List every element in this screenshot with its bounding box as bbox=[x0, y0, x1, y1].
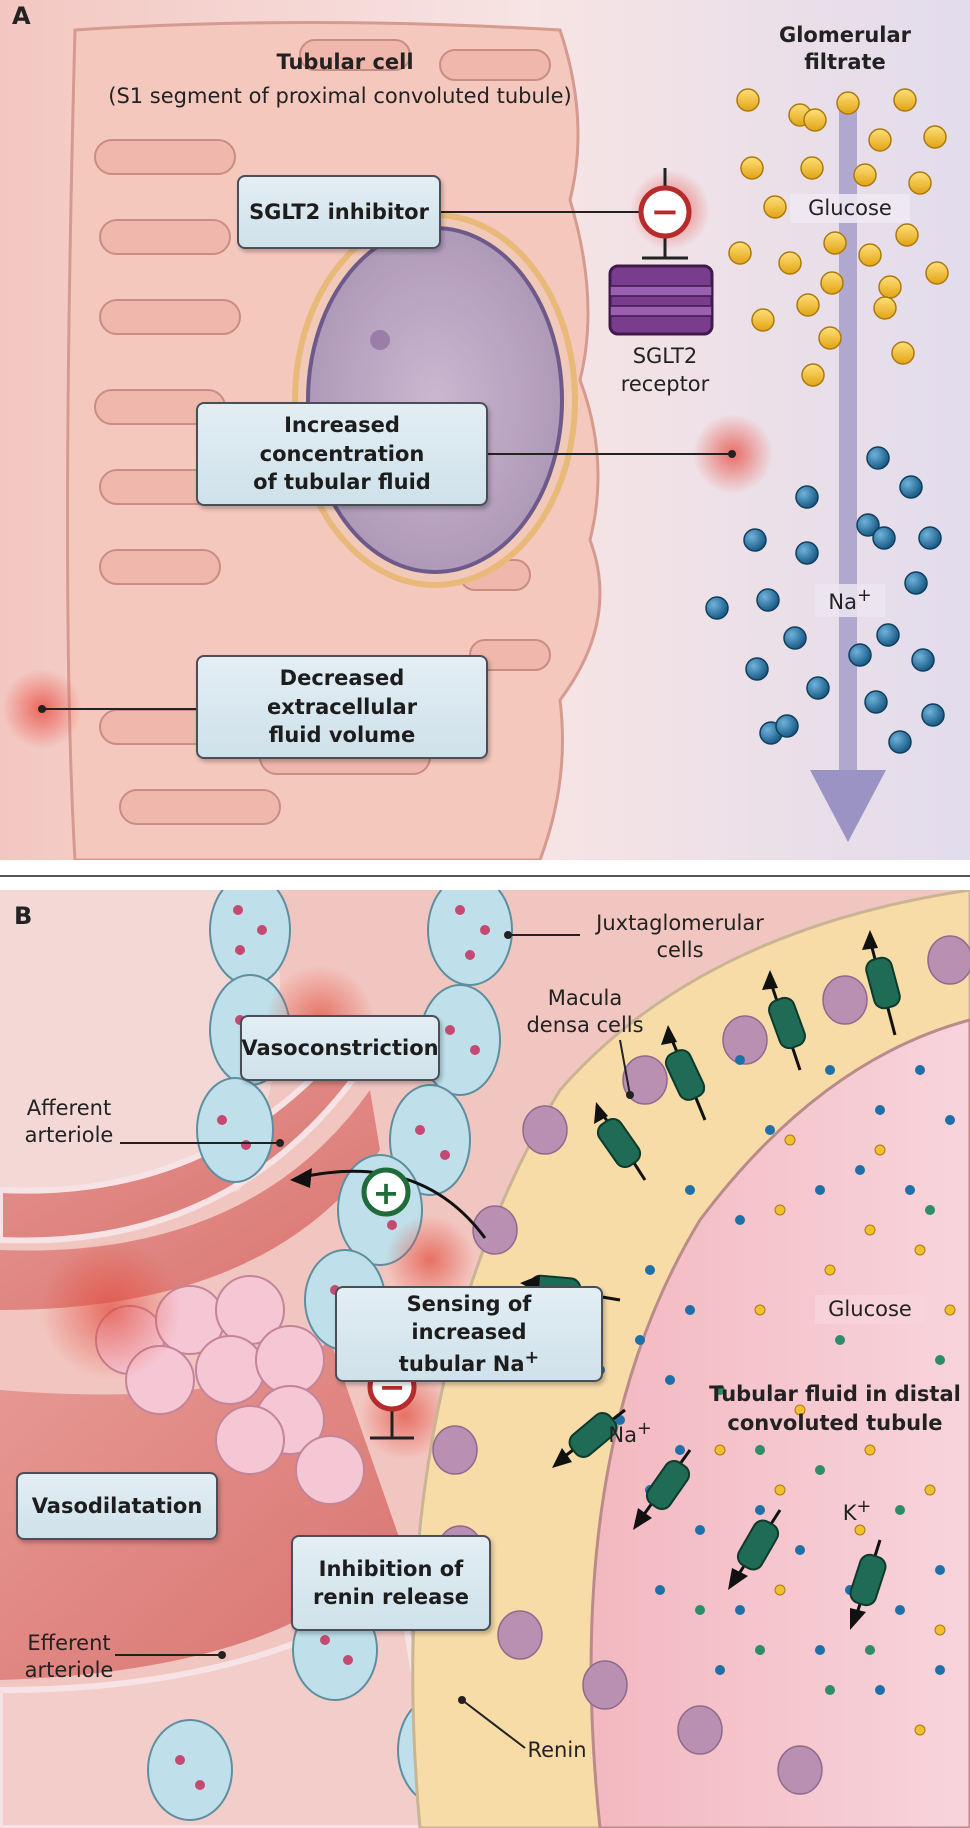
glucose-label-b: Glucose bbox=[815, 1295, 925, 1325]
sglt2-receptor-label: SGLT2 receptor bbox=[600, 342, 730, 399]
box-ecf-line1: Decreased extracellular bbox=[266, 666, 418, 719]
panel-a: − A Tubular cell (S1 segment of proximal… bbox=[0, 0, 970, 860]
leader-dot-concentration bbox=[728, 450, 736, 458]
tubular-cell-title: Tubular cell bbox=[200, 48, 490, 77]
efferent-arteriole-label: Efferent arteriole bbox=[14, 1630, 124, 1685]
afferent-arteriole-label: Afferent arteriole bbox=[14, 1095, 124, 1150]
glucose-label-a: Glucose bbox=[790, 194, 910, 224]
efferent-label-line2: arteriole bbox=[24, 1658, 114, 1683]
potassium-label-text: K bbox=[842, 1501, 857, 1525]
glow-sensing bbox=[385, 1215, 475, 1305]
box-inhibition-line2: renin release bbox=[313, 1585, 469, 1609]
leader-renin bbox=[461, 1699, 526, 1749]
panel-separator bbox=[0, 875, 970, 877]
sodium-label-a: Na+ bbox=[815, 584, 885, 618]
box-sensing-sup: + bbox=[524, 1347, 540, 1368]
panel-b: + − B Juxtaglomerular cells Macula densa… bbox=[0, 890, 970, 1828]
leader-dot-renin bbox=[458, 1696, 466, 1704]
sglt2-receptor-graphic bbox=[608, 264, 714, 336]
potassium-label-sup: + bbox=[856, 1497, 872, 1517]
box-decreased-ecf-volume: Decreased extracellular fluid volume bbox=[196, 655, 488, 759]
feedback-arrow-head bbox=[290, 1168, 312, 1188]
flow-arrow-head bbox=[810, 770, 886, 842]
glomerular-filtrate-line2: filtrate bbox=[804, 50, 886, 75]
nucleolus bbox=[370, 330, 390, 350]
box-sensing-line2: tubular Na+ bbox=[399, 1347, 539, 1378]
box-sensing-sodium: Sensing of increased tubular Na+ bbox=[335, 1286, 603, 1382]
box-sensing-line1: Sensing of increased bbox=[406, 1291, 532, 1345]
nucleus bbox=[306, 226, 564, 574]
potassium-label: K+ bbox=[832, 1495, 882, 1528]
sodium-label-a-text: Na bbox=[828, 590, 857, 614]
box-sensing-line2-text: tubular Na bbox=[398, 1351, 525, 1376]
glomerular-filtrate-line1: Glomerular bbox=[778, 23, 912, 47]
box-concentration-line1: Increased concentration bbox=[259, 413, 425, 466]
sglt2-receptor-label-line2: receptor bbox=[620, 372, 710, 397]
jg-label-line1: Juxtaglomerular bbox=[596, 911, 764, 935]
leader-dot-efferent bbox=[218, 1651, 226, 1659]
sodium-label-b: Na+ bbox=[600, 1417, 660, 1450]
afferent-label-line1: Afferent bbox=[26, 1096, 112, 1120]
macula-label-line2: densa cells bbox=[526, 1013, 644, 1038]
mesangial-cells bbox=[95, 1275, 365, 1505]
tubular-fluid-label: Tubular fluid in distal convoluted tubul… bbox=[705, 1380, 965, 1439]
panel-a-letter: A bbox=[12, 2, 31, 30]
sodium-label-b-text: Na bbox=[608, 1423, 637, 1447]
leader-dot-ecf bbox=[38, 705, 46, 713]
box-vasodilatation: Vasodilatation bbox=[16, 1472, 218, 1540]
jg-label-line2: cells bbox=[656, 938, 704, 963]
renin-label: Renin bbox=[527, 1738, 587, 1762]
box-vasoconstriction: Vasoconstriction bbox=[240, 1015, 440, 1081]
lumen-potassium bbox=[695, 1205, 945, 1695]
leader-macula bbox=[619, 1039, 631, 1096]
glucose-molecules bbox=[728, 88, 949, 387]
tubule-lumen bbox=[589, 1018, 970, 1828]
tubular-cell-subtitle: (S1 segment of proximal convoluted tubul… bbox=[108, 84, 572, 108]
sodium-ions bbox=[705, 446, 945, 754]
minus-symbol-circle bbox=[638, 185, 692, 239]
lumen-glucose bbox=[714, 1134, 956, 1736]
box-concentration-line2: of tubular fluid bbox=[253, 470, 431, 495]
sodium-label-b-sup: + bbox=[636, 1419, 652, 1439]
box-ecf-line2: fluid volume bbox=[268, 723, 416, 748]
glow-vasodilatation bbox=[40, 1240, 180, 1380]
sodium-label-a-sup: + bbox=[856, 586, 872, 606]
sglt2-receptor-label-line1: SGLT2 bbox=[632, 344, 698, 368]
box-sglt2-inhibitor: SGLT2 inhibitor bbox=[237, 175, 441, 249]
minus-symbol: − bbox=[651, 192, 680, 232]
tubular-cell-title-text: Tubular cell bbox=[276, 50, 414, 74]
juxtaglomerular-cells-label: Juxtaglomerular cells bbox=[585, 910, 775, 965]
plus-symbol: + bbox=[373, 1174, 400, 1212]
efferent-label-line1: Efferent bbox=[27, 1631, 111, 1655]
leader-dot-jg bbox=[504, 931, 512, 939]
box-increased-concentration: Increased concentration of tubular fluid bbox=[196, 402, 488, 506]
leader-dot-macula bbox=[626, 1091, 634, 1099]
tubular-fluid-line2: convoluted tubule bbox=[727, 1411, 943, 1436]
afferent-label-line2: arteriole bbox=[24, 1123, 114, 1148]
glomerular-filtrate-title: Glomerular filtrate bbox=[770, 22, 920, 77]
plus-symbol-circle bbox=[361, 1167, 411, 1217]
panel-b-letter: B bbox=[14, 902, 33, 930]
box-inhibition-line1: Inhibition of bbox=[318, 1556, 464, 1581]
macula-label-line1: Macula bbox=[547, 986, 623, 1010]
box-inhibition-renin: Inhibition of renin release bbox=[291, 1535, 491, 1631]
leader-dot-afferent bbox=[276, 1139, 284, 1147]
macula-densa-label: Macula densa cells bbox=[515, 985, 655, 1040]
tubular-fluid-line1: Tubular fluid in distal bbox=[709, 1382, 961, 1406]
